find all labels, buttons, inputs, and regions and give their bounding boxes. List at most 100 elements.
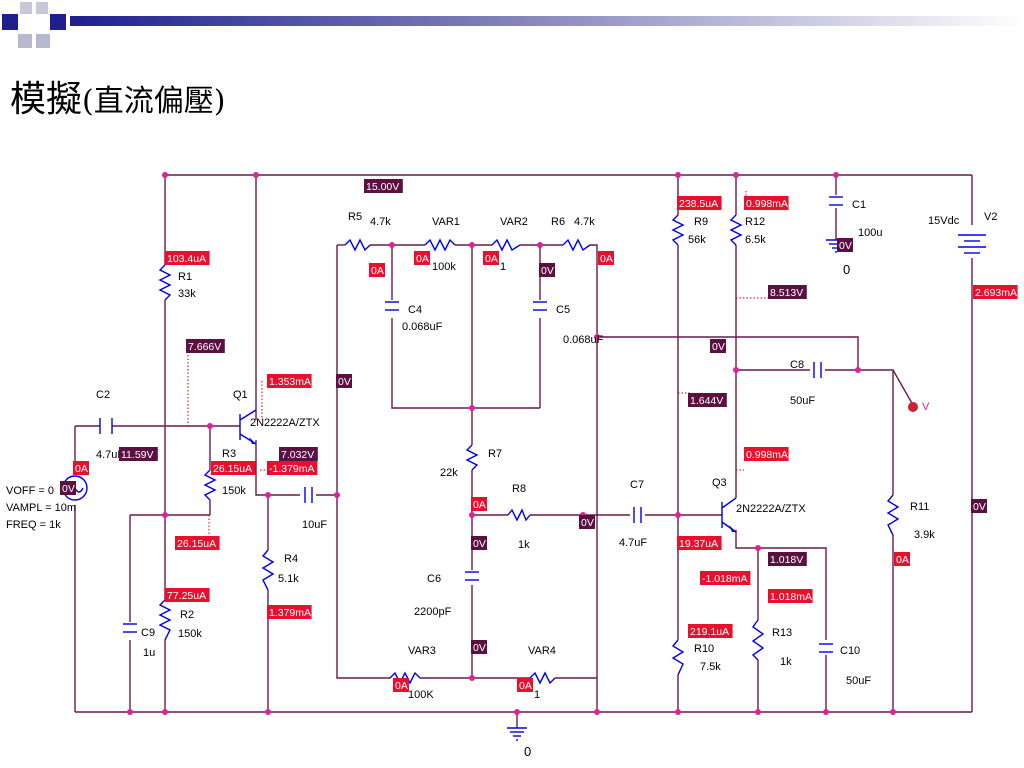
voltage-annotation: 1.644V <box>688 393 727 407</box>
c3-capacitor <box>304 487 313 503</box>
annotation-value: 19.37uA <box>679 538 718 550</box>
var4-value: 1 <box>534 689 540 701</box>
c6-ref: C6 <box>427 573 441 585</box>
voltage-annotation: 0V <box>539 263 555 277</box>
voltage-annotation: 7.666V <box>186 339 225 353</box>
c7-value: 4.7uF <box>619 537 647 549</box>
r2-value: 150k <box>178 628 202 640</box>
annotation-box <box>677 196 722 210</box>
r6-value: 4.7k <box>574 216 595 228</box>
v2-ref: V2 <box>984 211 997 223</box>
annotation-value: 0V <box>473 642 486 654</box>
current-annotation: -1.379mA <box>267 461 318 475</box>
r12-value: 6.5k <box>745 234 766 246</box>
annotation-box <box>768 552 807 566</box>
c8-value: 50uF <box>790 395 815 407</box>
annotation-value: 26.15uA <box>213 463 252 475</box>
current-annotation: 103.4uA <box>165 251 210 265</box>
voltage-annotation: 0V <box>471 640 487 654</box>
annotation-value: 8.513V <box>770 287 803 299</box>
q3-ref: Q3 <box>712 477 727 489</box>
annotation-value: 0V <box>581 517 594 529</box>
annotation-box <box>60 481 76 495</box>
annotation-box <box>688 624 733 638</box>
annotation-box <box>483 251 499 265</box>
annotation-box <box>471 536 487 550</box>
annotation-value: 0V <box>973 501 986 513</box>
annotation-value: 0A <box>371 265 384 277</box>
annotation-box <box>175 536 220 550</box>
c9-value: 1u <box>143 647 155 659</box>
title-sub: (直流偏壓) <box>82 84 226 119</box>
annotation-box <box>677 536 722 550</box>
c5-ref: C5 <box>556 304 570 316</box>
current-annotation: 0A <box>483 251 499 265</box>
c9-capacitor <box>123 623 137 633</box>
var3-value: 100K <box>408 689 434 701</box>
annotation-box <box>768 589 813 603</box>
annotation-value: 15.00V <box>366 181 399 193</box>
r6-ref: R6 <box>551 216 565 228</box>
q1-ref: Q1 <box>233 389 248 401</box>
current-annotation: -1.018mA <box>700 571 751 585</box>
simulation-annotations: 15.00V 238.5uA 0.998mA 0V 103.4uA 0A 0A 0A 0V 0A 8… <box>60 179 1018 692</box>
q1-value: 2N2222A/ZTX <box>250 417 320 429</box>
annotation-box <box>973 285 1018 299</box>
annotation-value: 0A <box>600 253 613 265</box>
annotation-value: 1.018mA <box>770 591 812 603</box>
current-annotation: 0.998mA <box>744 196 789 210</box>
r8-value: 1k <box>518 539 530 551</box>
c4-capacitor <box>385 301 399 311</box>
source-vampl: VAMPL = 10m <box>6 502 76 514</box>
deco-square-4 <box>50 14 66 30</box>
current-annotation: 0A <box>598 251 614 265</box>
annotation-value: 0A <box>75 463 88 475</box>
annotation-box <box>744 196 789 210</box>
annotation-box <box>267 374 312 388</box>
deco-square-1 <box>2 14 18 30</box>
q1-transistor <box>239 409 257 445</box>
annotation-box <box>700 571 751 585</box>
current-annotation: 77.25uA <box>165 588 210 602</box>
annotation-value: 238.5uA <box>679 198 718 210</box>
current-annotation: 1.379mA <box>267 605 312 619</box>
annotation-value: 1.379mA <box>269 607 311 619</box>
c5-capacitor <box>533 301 547 311</box>
c6-capacitor <box>465 571 479 581</box>
r9-resistor <box>671 214 685 246</box>
annotation-box <box>73 461 89 475</box>
current-annotation: 19.37uA <box>677 536 722 550</box>
v2-battery <box>958 234 986 254</box>
annotation-box <box>267 461 318 475</box>
annotation-box <box>744 447 789 461</box>
annotation-value: 0.998mA <box>746 449 788 461</box>
r10-resistor <box>671 639 685 676</box>
r13-ref: R13 <box>772 627 792 639</box>
annotation-value: 0A <box>485 253 498 265</box>
r6-resistor <box>562 238 591 252</box>
current-annotation: 0A <box>393 678 409 692</box>
annotation-value: 0V <box>473 538 486 550</box>
junction-dots <box>127 172 896 715</box>
r5-value: 4.7k <box>370 216 391 228</box>
c8-ref: C8 <box>790 359 804 371</box>
annotation-value: 0A <box>416 253 429 265</box>
var4-ref: VAR4 <box>528 645 556 657</box>
current-annotation: 0A <box>894 552 910 566</box>
c4-ref: C4 <box>408 304 422 316</box>
annotation-box <box>414 251 430 265</box>
c9-ref: C9 <box>141 627 155 639</box>
var2-resistor <box>491 238 521 252</box>
wires <box>74 174 973 728</box>
ground-main-label: 0 <box>524 744 531 759</box>
annotation-value: 219.1uA <box>690 626 729 638</box>
r3-value: 150k <box>222 485 246 497</box>
r8-resistor <box>507 508 531 522</box>
c3-value: 10uF <box>302 519 327 531</box>
voltage-annotation: 0V <box>710 339 726 353</box>
c4-value: 0.068uF <box>402 321 443 333</box>
c6-value: 2200pF <box>414 606 452 618</box>
r4-value: 5.1k <box>278 573 299 585</box>
current-annotation: 0A <box>414 251 430 265</box>
